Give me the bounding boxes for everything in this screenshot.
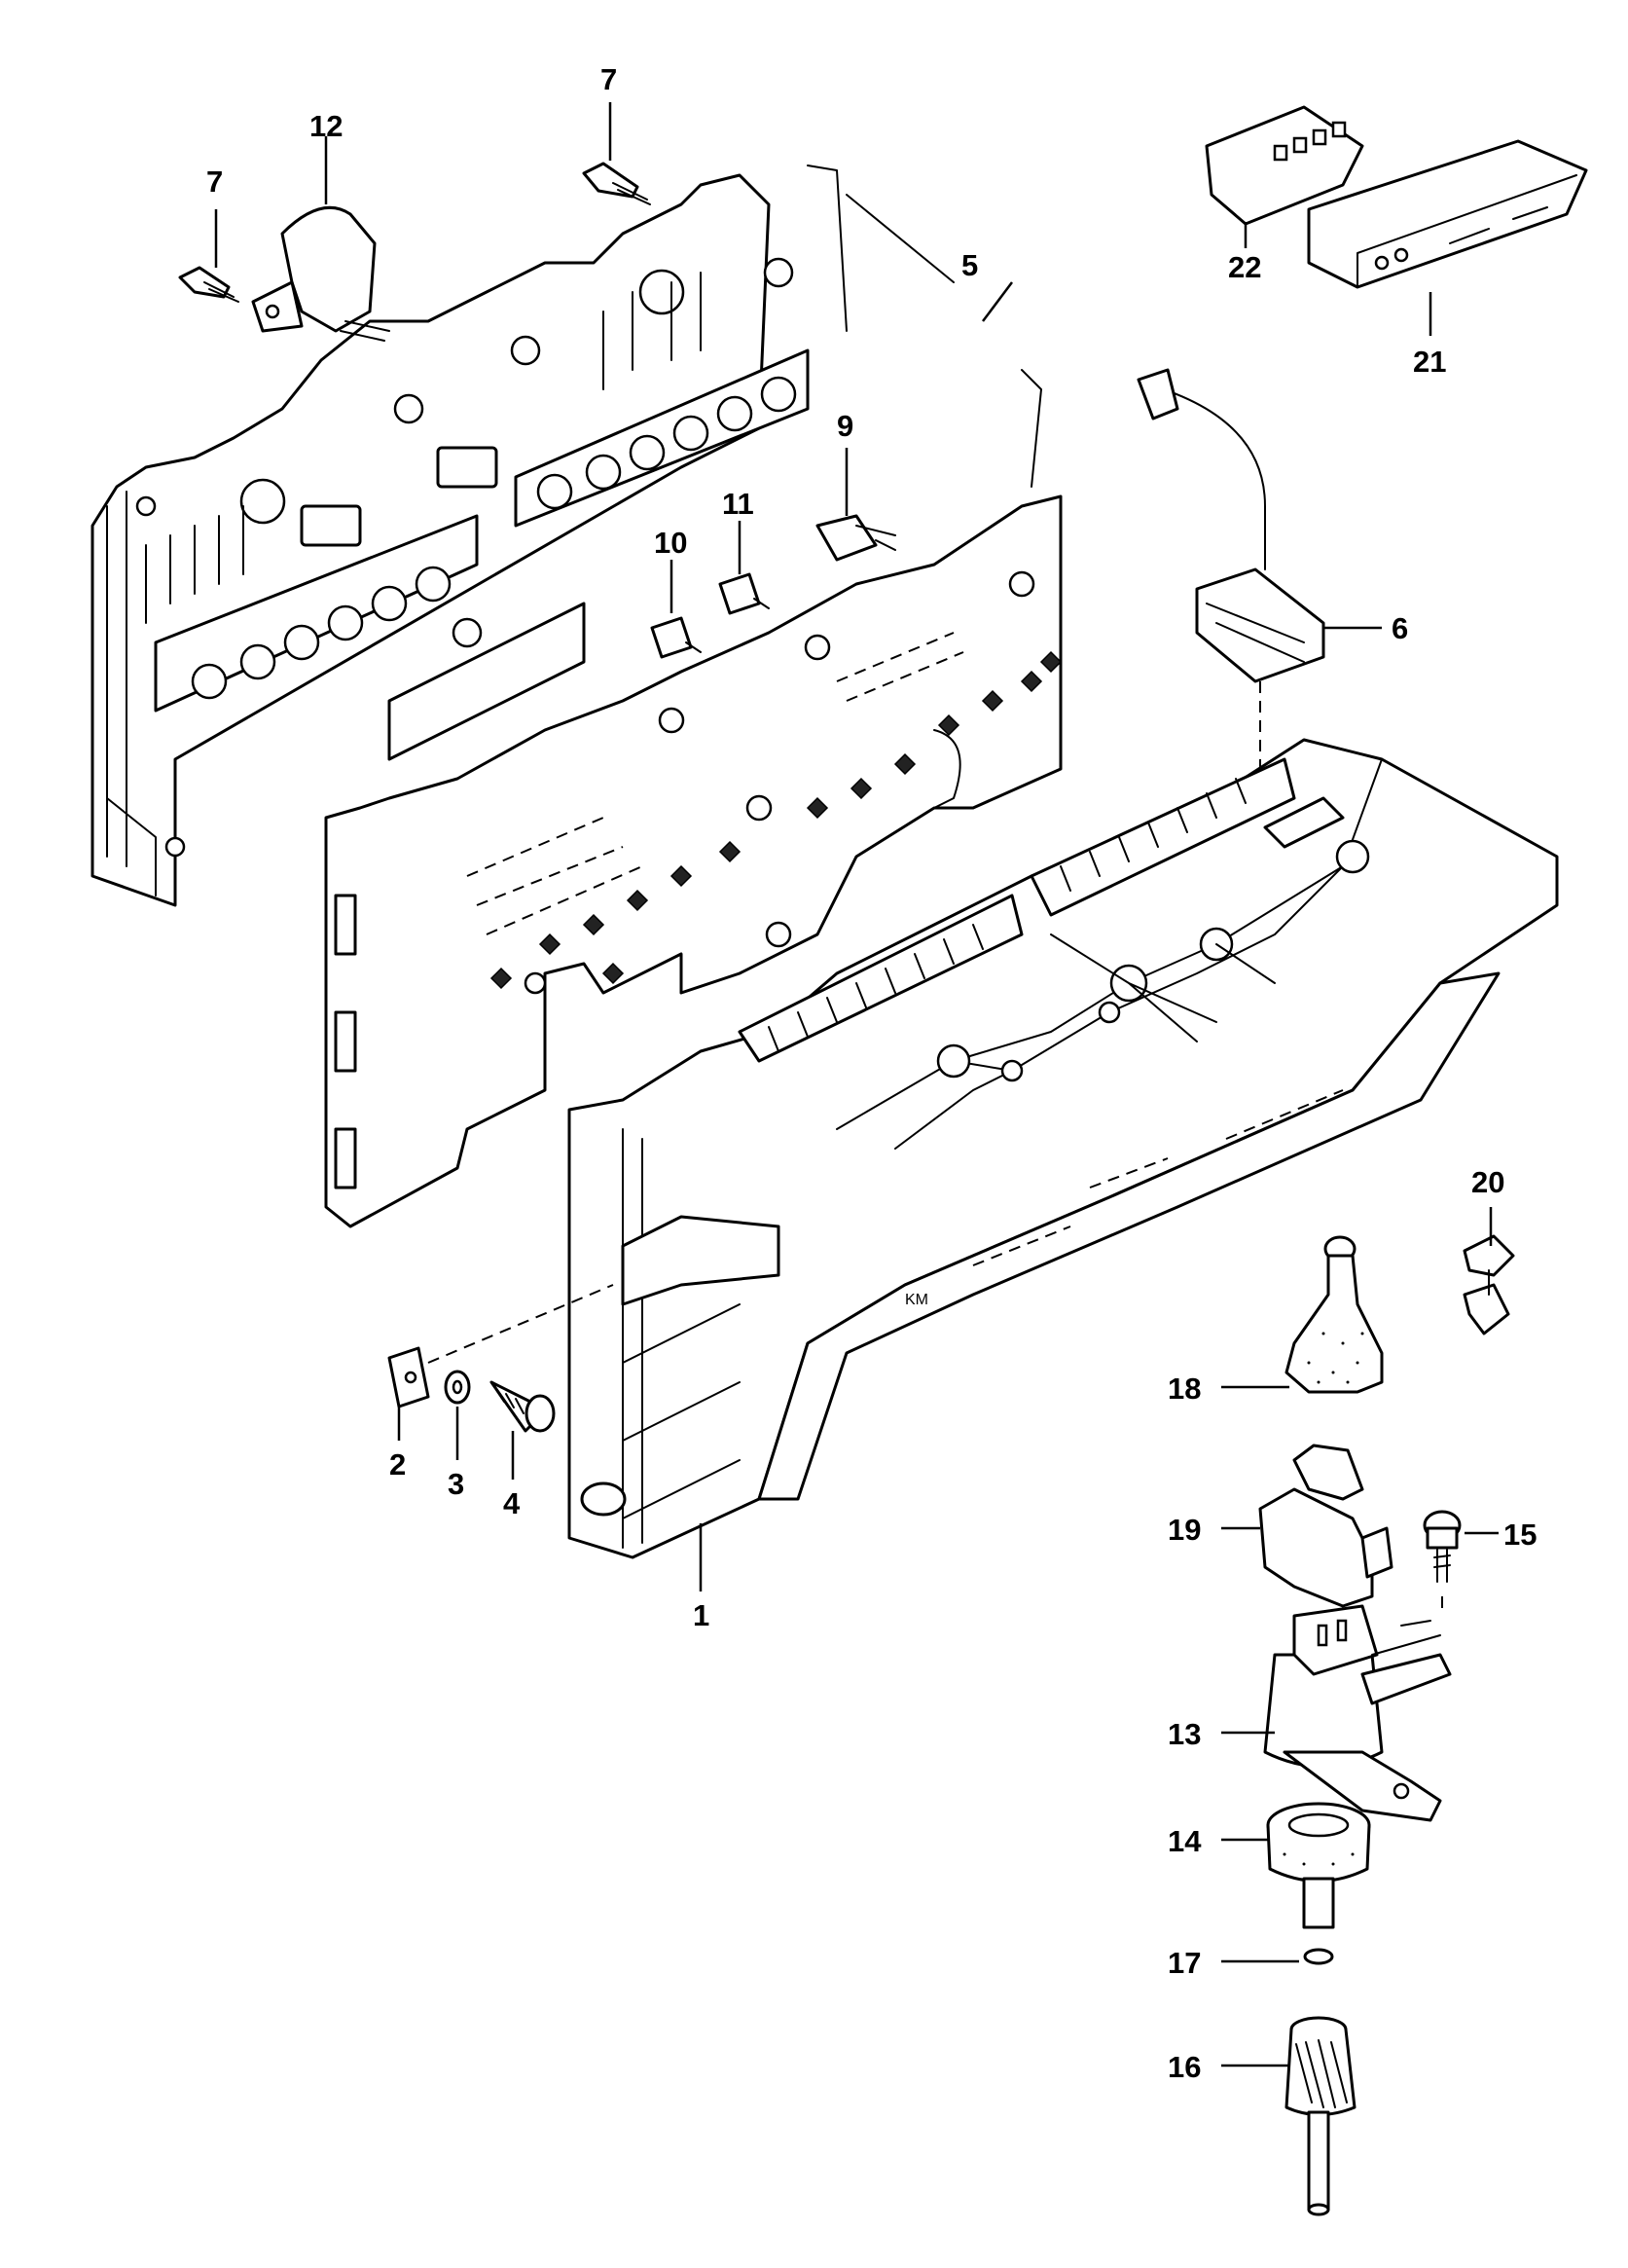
housing-km-marking: KM: [905, 1292, 928, 1308]
board-contacts: [489, 650, 1063, 990]
callout-19: 19: [1168, 1513, 1201, 1547]
bulb-part-10: [650, 616, 702, 659]
callout-3: 3: [448, 1467, 464, 1501]
callout-14: 14: [1168, 1824, 1202, 1858]
switch-part-19: [1258, 1444, 1393, 1608]
callout-11: 11: [722, 487, 754, 521]
bulb-holder-part-9: [815, 514, 896, 562]
bracket-part-5: [807, 165, 1042, 488]
clip-nut-part-2: [387, 1346, 430, 1408]
screw-part-7a: [178, 266, 239, 303]
leader-lines: [214, 102, 1499, 2067]
callout-21: 21: [1413, 345, 1446, 379]
screw-part-4: [489, 1380, 556, 1433]
drive-gear-part-16: [1284, 2016, 1357, 2216]
circuit-board: [324, 494, 1063, 1228]
callout-1: 1: [693, 1598, 709, 1632]
callout-22: 22: [1228, 250, 1261, 284]
boot-part-18: [1284, 1235, 1384, 1394]
switch-cover-part-22: [1205, 105, 1364, 226]
assembly-line-2-3-4: [427, 1284, 614, 1364]
sensor-part-12: [251, 205, 390, 342]
washer-part-3: [444, 1370, 471, 1405]
callout-10: 10: [654, 526, 687, 560]
ring-part-14: [1266, 1802, 1371, 1929]
o-ring-part-17: [1303, 1948, 1334, 1965]
callout-17: 17: [1168, 1946, 1201, 1980]
callout-9: 9: [837, 409, 853, 443]
sender-part-13: [1263, 1604, 1452, 1822]
screw-part-15: [1423, 1510, 1462, 1616]
callout-12: 12: [309, 109, 343, 143]
callout-5: 5: [961, 248, 978, 282]
connector-part-6: [1137, 368, 1325, 896]
screw-part-7b: [582, 162, 651, 205]
callout-7a: 7: [206, 165, 223, 199]
callout-4: 4: [503, 1486, 521, 1520]
boot-texture: [1307, 1332, 1364, 1384]
rear-frame-part-5: [90, 173, 810, 907]
callout-20: 20: [1471, 1165, 1504, 1199]
clip-part-20: [1463, 1234, 1515, 1335]
callout-2: 2: [389, 1447, 406, 1482]
callout-18: 18: [1168, 1372, 1201, 1406]
callout-6: 6: [1392, 611, 1408, 645]
callout-16: 16: [1168, 2050, 1201, 2084]
callout-13: 13: [1168, 1717, 1201, 1751]
bulb-part-11: [718, 572, 770, 615]
callout-7b: 7: [600, 62, 617, 96]
switch-panel-part-21: [1307, 139, 1588, 289]
callout-labels: 1 2 3 4 5 6 7 7 9 10 11 12 13 14 15 16 1…: [206, 62, 1537, 2084]
main-housing-part-1: KM: [567, 738, 1559, 1559]
ring-texture: [1283, 1852, 1355, 1866]
callout-15: 15: [1503, 1518, 1537, 1552]
